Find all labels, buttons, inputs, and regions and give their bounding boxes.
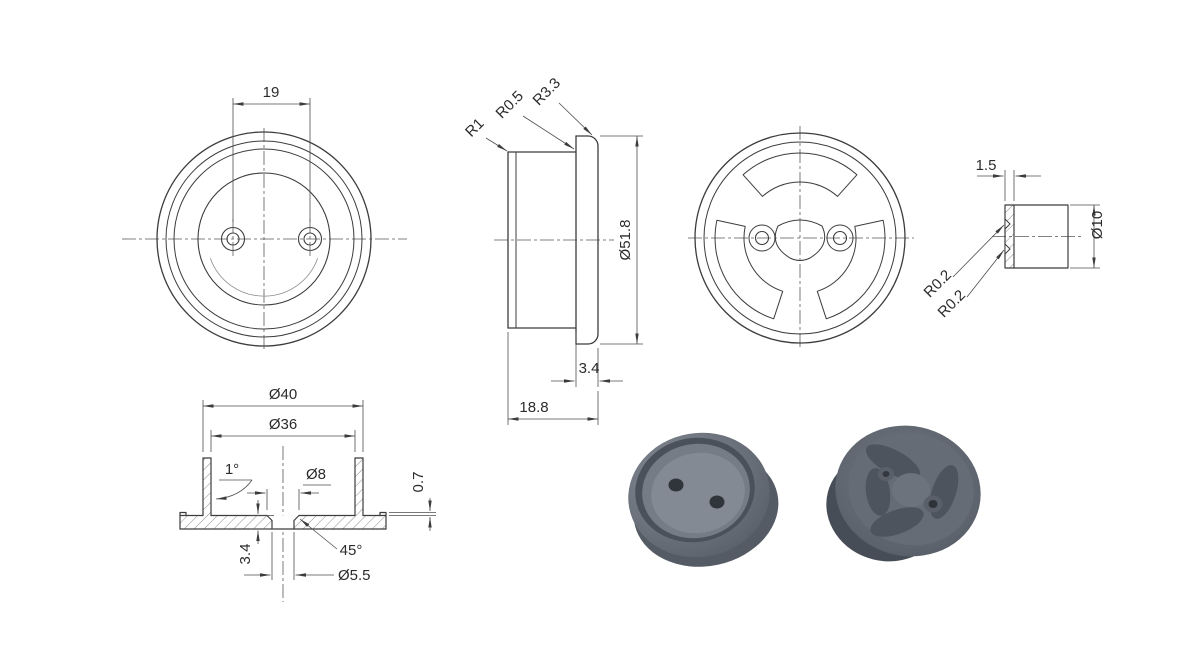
detail-wall-hatch [1005, 205, 1014, 268]
dim-chamfer-angle: 45° [340, 542, 363, 559]
dim-overall-depth: 18.8 [519, 399, 548, 416]
rim-detail-view: 1.5 Ø10 R0.2 R0.2 [921, 157, 1106, 321]
back-flange-outer-circle [694, 132, 906, 344]
center-hole-cutout [267, 515, 299, 529]
dim-wall-thickness: 1.5 [976, 157, 997, 174]
section-left-wall-hatch [203, 458, 211, 516]
dim-fillet-r05: R0.5 [493, 88, 527, 122]
dim-outer-diameter: Ø51.8 [617, 220, 634, 261]
dim-counterbore-diameter: Ø8 [306, 466, 326, 483]
dim-base-thickness: 3.4 [237, 544, 254, 565]
dim-rim-diameter: Ø10 [1089, 211, 1106, 239]
render-front-iso [628, 432, 779, 567]
rib-slot-lower-right [816, 219, 886, 320]
dim-section-inner-diameter: Ø36 [269, 416, 297, 433]
back-left-hole-boss [748, 224, 776, 252]
render-front-floor [651, 452, 745, 534]
dim-hole-spacing: 19 [263, 84, 280, 101]
render-back-iso [826, 425, 981, 562]
render-front-hole-left [668, 478, 684, 492]
section-view: Ø40 Ø36 1° Ø8 45° Ø5.5 3.4 0.7 [179, 386, 436, 602]
front-view: 19 [122, 84, 407, 352]
side-dimensions [485, 102, 643, 425]
hole-spacing-dimension [232, 98, 311, 222]
rib-slot-top [742, 152, 858, 197]
dim-section-outer-diameter: Ø40 [269, 386, 297, 403]
hub-outline [774, 219, 826, 261]
render-back-hub [892, 473, 930, 507]
render-back-slot [870, 507, 924, 537]
cup-inner-circle [197, 172, 331, 306]
section-right-wall-hatch [355, 458, 363, 516]
side-view: R1 R0.5 R3.3 Ø51.8 3.4 18.8 [462, 75, 643, 425]
back-view [688, 126, 914, 350]
render-back-slot [865, 444, 921, 480]
dim-flange-thickness: 3.4 [579, 360, 600, 377]
back-right-hole-boss [826, 224, 854, 252]
dim-draft-angle: 1° [225, 461, 239, 478]
detail-dimensions [952, 170, 1100, 298]
groove-notch-top [1004, 217, 1011, 231]
rib-slot-lower-left [714, 219, 784, 320]
render-front-hole-right [709, 495, 725, 509]
dim-fillet-r1: R1 [462, 115, 488, 141]
section-dimensions [202, 400, 436, 580]
flange-profile [575, 135, 599, 345]
groove-notch-bottom [1004, 242, 1011, 256]
dim-lip-height: 0.7 [410, 472, 427, 493]
flange-outer-circle [156, 131, 372, 347]
dim-fillet-r33: R3.3 [530, 75, 564, 109]
dim-hole-diameter: Ø5.5 [338, 567, 371, 584]
